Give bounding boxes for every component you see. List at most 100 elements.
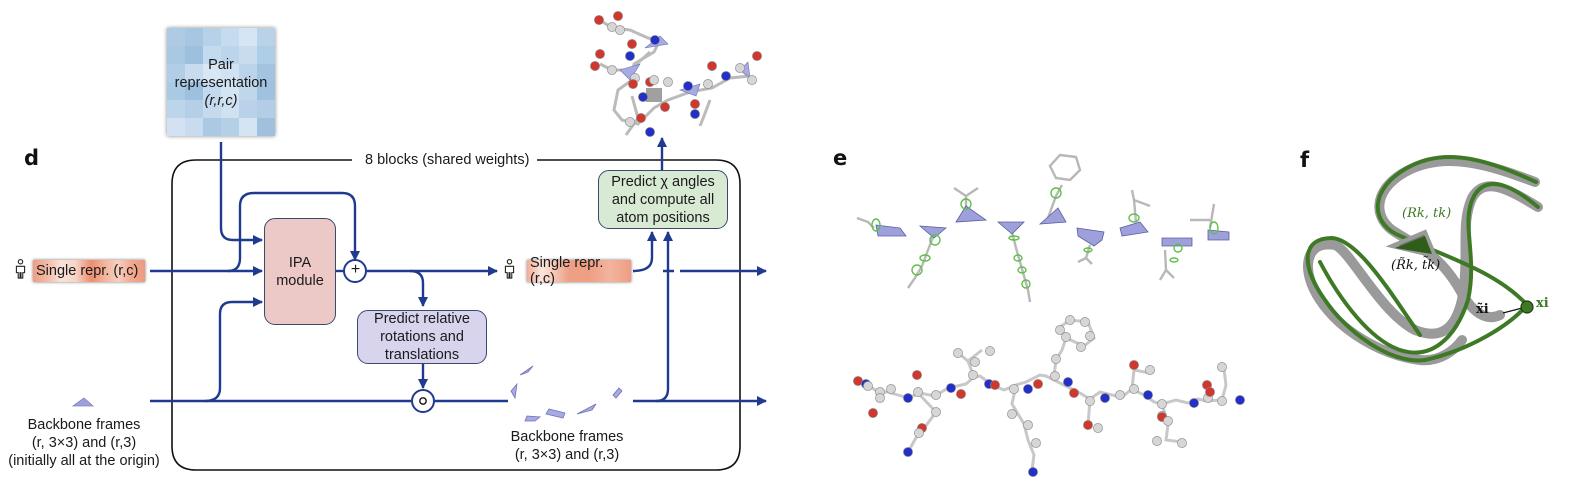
nitrogen-atom bbox=[683, 81, 693, 91]
nitrogen-atom bbox=[1189, 398, 1199, 408]
pair-grid-cell bbox=[257, 28, 275, 46]
nitrogen-atom bbox=[690, 109, 700, 119]
single-repr-output: Single repr. (r,c) bbox=[527, 255, 631, 287]
pair-grid-cell bbox=[167, 82, 185, 100]
carbon-atom bbox=[1031, 438, 1041, 448]
pair-grid-cell bbox=[203, 100, 221, 118]
backbone-frames-scatter bbox=[510, 365, 623, 422]
nitrogen-atom bbox=[1143, 390, 1153, 400]
oxygen-atom bbox=[1129, 360, 1139, 370]
initial-frame-icon bbox=[71, 397, 95, 407]
blocks-label: 8 blocks (shared weights) bbox=[359, 152, 536, 168]
nitrogen-atom bbox=[1023, 384, 1033, 394]
carbon-atom bbox=[607, 65, 617, 75]
pair-grid-cell bbox=[185, 64, 203, 82]
nitrogen-atom bbox=[645, 127, 655, 137]
panel-d-connectors bbox=[71, 137, 800, 471]
single-repr-output-label: Single repr. (r,c) bbox=[530, 255, 604, 287]
carbon-atom bbox=[1085, 396, 1095, 406]
carbon-atom bbox=[1055, 325, 1065, 335]
backbone-output-line1: Backbone frames bbox=[510, 429, 624, 445]
carbon-atom bbox=[914, 428, 924, 438]
pair-grid-cell bbox=[203, 64, 221, 82]
carbon-atom bbox=[1065, 315, 1075, 325]
pair-grid-cell bbox=[257, 46, 275, 64]
predict-rotations-box: Predict relative rotations and translati… bbox=[357, 310, 487, 364]
pair-grid-cell bbox=[221, 100, 239, 118]
predict-rot-line3: translations bbox=[384, 347, 460, 363]
carbon-atom bbox=[615, 25, 625, 35]
backbone-input-line3: (initially all at the origin) bbox=[8, 453, 160, 469]
nitrogen-atom bbox=[1063, 377, 1073, 387]
pair-grid-cell bbox=[239, 46, 257, 64]
nitrogen-atom bbox=[946, 383, 956, 393]
carbon-atom bbox=[1007, 409, 1017, 419]
blocks-frame bbox=[171, 159, 741, 471]
predict-chi-line3: atom positions bbox=[616, 209, 710, 226]
oxygen-atom bbox=[1069, 388, 1079, 398]
compose-operator-circle bbox=[411, 389, 435, 413]
oxygen-atom bbox=[636, 113, 646, 123]
carbon-atom bbox=[1051, 354, 1061, 364]
carbon-atom bbox=[1050, 371, 1060, 381]
nitrogen-atom bbox=[1235, 395, 1245, 405]
carbon-atom bbox=[1009, 384, 1019, 394]
pair-grid-cell bbox=[257, 118, 275, 136]
pair-grid-cell bbox=[167, 28, 185, 46]
single-repr-input-label: Single repr. (r,c) bbox=[36, 263, 139, 279]
pair-grid-cell bbox=[239, 118, 257, 136]
add-operator-circle bbox=[343, 259, 367, 283]
oxygen-atom bbox=[868, 408, 878, 418]
predicted-frame-triangle bbox=[1395, 236, 1432, 254]
arrow-skip-to-add bbox=[227, 191, 360, 273]
oxygen-atom bbox=[912, 370, 922, 380]
pair-grid-cell bbox=[257, 100, 275, 118]
carbon-atom bbox=[913, 387, 923, 397]
pair-grid-cell bbox=[185, 46, 203, 64]
pair-grid-cell bbox=[239, 82, 257, 100]
backbone-input-line2: (r, 3×3) and (r,3) bbox=[31, 435, 137, 451]
pair-representation-label: Pair representation (r,r,c) bbox=[167, 56, 275, 110]
oxygen-atom bbox=[1033, 379, 1043, 389]
true-frame-label: (R̃k, t̃k) bbox=[1391, 258, 1441, 273]
person-icon bbox=[15, 258, 26, 279]
nitrogen-atom bbox=[638, 92, 648, 102]
single-repr-input: Single repr. (r,c) bbox=[33, 260, 145, 282]
nitrogen-atom bbox=[903, 447, 913, 457]
carbon-atom bbox=[875, 393, 885, 403]
oxygen-atom bbox=[660, 102, 670, 112]
nitrogen-atom bbox=[903, 393, 913, 403]
pair-grid-cell bbox=[239, 28, 257, 46]
oxygen-atom bbox=[594, 15, 604, 25]
predict-chi-line2: and compute all bbox=[611, 191, 715, 208]
arrow-pair-to-ipa bbox=[219, 142, 263, 245]
oxygen-atom bbox=[1083, 420, 1093, 430]
pair-grid-cell bbox=[221, 64, 239, 82]
carbon-atom bbox=[863, 381, 873, 391]
pair-grid-cell bbox=[203, 118, 221, 136]
oxygen-atom bbox=[628, 79, 638, 89]
backbone-input-label: Backbone frames (r, 3×3) and (r,3) (init… bbox=[0, 416, 168, 470]
ipa-label-line2: module bbox=[276, 272, 324, 289]
carbon-atom bbox=[931, 407, 941, 417]
backbone-input-line1: Backbone frames bbox=[27, 417, 141, 433]
carbon-atom bbox=[1217, 396, 1227, 406]
carbon-atom bbox=[1023, 420, 1033, 430]
backbone-output-line2: (r, 3×3) and (r,3) bbox=[514, 447, 620, 463]
backbone-output-label: Backbone frames (r, 3×3) and (r,3) bbox=[497, 428, 637, 464]
nitrogen-atom bbox=[650, 35, 660, 45]
carbon-atom bbox=[1157, 399, 1167, 409]
oxygen-atom bbox=[1205, 387, 1215, 397]
predict-rot-line1: Predict relative bbox=[374, 311, 470, 327]
oxygen-atom bbox=[990, 380, 1000, 390]
carbon-atom bbox=[1163, 416, 1173, 426]
panel-letter-f: f bbox=[1300, 148, 1310, 172]
pair-label-line3: (r,r,c) bbox=[204, 93, 238, 109]
pair-grid-cell bbox=[185, 82, 203, 100]
nitrogen-atom bbox=[1100, 393, 1110, 403]
carbon-atom bbox=[1076, 342, 1086, 352]
pair-grid-cell bbox=[239, 100, 257, 118]
nitrogen-atom bbox=[721, 71, 731, 81]
carbon-atom bbox=[747, 75, 757, 85]
